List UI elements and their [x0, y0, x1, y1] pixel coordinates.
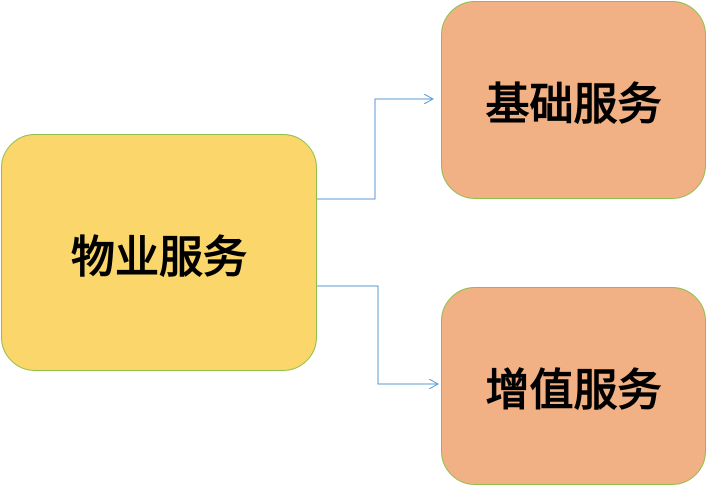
- connector-to-value-added-service: [317, 285, 438, 384]
- child-node-basic-service: 基础服务: [441, 1, 706, 199]
- root-node-property-service: 物业服务: [1, 134, 317, 371]
- connector-to-basic-service: [317, 99, 433, 200]
- value-added-service-label: 增值服务: [485, 365, 662, 416]
- child-node-value-added-service: 增值服务: [441, 287, 706, 485]
- basic-service-label: 基础服务: [485, 79, 662, 130]
- root-node-label: 物业服务: [71, 231, 247, 283]
